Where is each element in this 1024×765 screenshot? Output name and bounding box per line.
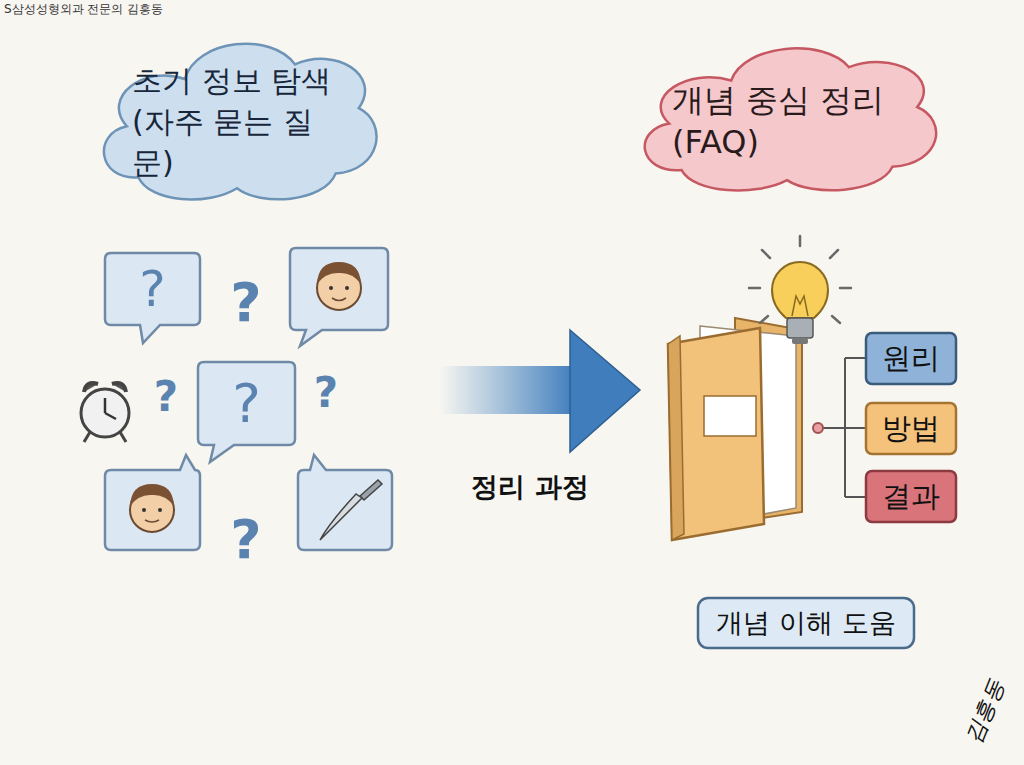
bulb-ray <box>749 287 760 290</box>
eye <box>345 286 349 290</box>
hair <box>130 484 174 506</box>
node-text: 원리 <box>882 339 940 379</box>
question-mark: ? <box>314 370 338 416</box>
book-spine <box>668 336 684 540</box>
book-label <box>704 396 756 436</box>
bulb-ray <box>832 316 840 323</box>
bracket <box>813 358 865 497</box>
eye <box>329 286 333 290</box>
bulb-filament <box>792 296 808 316</box>
text-group: 초기 정보 탐색 (자주 묻는 질문) <box>132 55 342 184</box>
concept-box-shape <box>866 471 956 522</box>
hair <box>317 262 361 284</box>
concept-box-shape <box>866 333 956 384</box>
text-group: ? <box>232 377 261 431</box>
bracket-line <box>845 427 865 429</box>
cloud-heading: 개념 중심 정리 (FAQ) <box>632 34 942 200</box>
book-front-cover <box>668 328 764 540</box>
face-bubble <box>290 248 388 346</box>
question-bubble: ? <box>105 253 200 325</box>
speech-bubble <box>105 455 200 550</box>
clock-face <box>81 389 129 437</box>
eye <box>142 508 146 512</box>
scalpel-blade <box>320 494 362 540</box>
question-mark: ? <box>230 510 261 569</box>
bulb-ray <box>760 316 768 323</box>
process-arrow <box>440 330 640 452</box>
bulb-glass <box>772 262 828 318</box>
arrow-shaft <box>440 366 574 414</box>
text-group: 결과 <box>882 477 940 517</box>
node-text: 방법 <box>882 409 940 449</box>
clock-leg <box>120 432 126 442</box>
question-mark: ? <box>230 273 261 332</box>
question-bubble-shape <box>105 253 200 343</box>
lightbulb <box>749 236 851 344</box>
book <box>668 318 802 540</box>
arrow-label: 정리 과정 <box>471 472 588 502</box>
alarm-clock <box>81 383 129 442</box>
arrow-head <box>570 330 640 452</box>
node-text: 개념 중심 정리 (FAQ) <box>672 79 902 161</box>
node-text: ? <box>139 264 166 314</box>
clock-hand <box>104 398 107 413</box>
bracket-line <box>823 427 845 429</box>
node-text: ? <box>232 377 261 431</box>
node-text: 초기 정보 탐색 (자주 묻는 질문) <box>132 61 342 184</box>
summary-box: 개념 이해 도움 <box>697 597 915 649</box>
concept-box-shape <box>866 403 956 454</box>
mouth <box>145 520 159 522</box>
signature: 김흥동 <box>961 677 1008 747</box>
speech-bubble <box>290 248 388 346</box>
text-group: 방법 <box>882 409 940 449</box>
bracket-line <box>845 357 865 359</box>
question-bubble-shape <box>198 362 295 462</box>
bulb-tip <box>792 338 808 344</box>
clock-hand <box>105 413 116 419</box>
text-group: 개념 중심 정리 (FAQ) <box>672 73 902 161</box>
question-bubble: ? <box>198 362 295 445</box>
bulb-base <box>787 318 813 338</box>
text-group: 개념 이해 도움 <box>716 605 895 641</box>
mouth <box>332 298 346 301</box>
bracket-line <box>845 496 865 498</box>
question-mark: ? <box>154 374 178 420</box>
scalpel-bubble <box>298 455 392 550</box>
clock-leg <box>84 432 90 442</box>
cloud-heading: 초기 정보 탐색 (자주 묻는 질문) <box>92 28 382 210</box>
bulb-ray <box>840 287 851 290</box>
bulb-ray <box>830 250 838 258</box>
concept-box: 방법 <box>865 402 957 455</box>
watermark: S삼성성형외과 전문의 김흥동 <box>4 3 163 16</box>
cloud-heading-shape <box>104 44 377 200</box>
bracket-dot <box>813 423 823 433</box>
cloud-heading-shape <box>645 48 936 190</box>
concept-box: 결과 <box>865 470 957 523</box>
bulb-ray <box>762 250 770 258</box>
concept-box: 원리 <box>865 332 957 385</box>
scalpel-handle <box>360 480 382 500</box>
face-bubble <box>105 455 200 550</box>
speech-bubble <box>298 455 392 550</box>
text-group: ? <box>139 264 166 314</box>
node-text: 결과 <box>882 477 940 517</box>
summary-box-shape <box>698 598 914 648</box>
node-text: 개념 이해 도움 <box>716 605 895 641</box>
eye <box>158 508 162 512</box>
bulb-ray <box>799 236 802 246</box>
text-group: 원리 <box>882 339 940 379</box>
